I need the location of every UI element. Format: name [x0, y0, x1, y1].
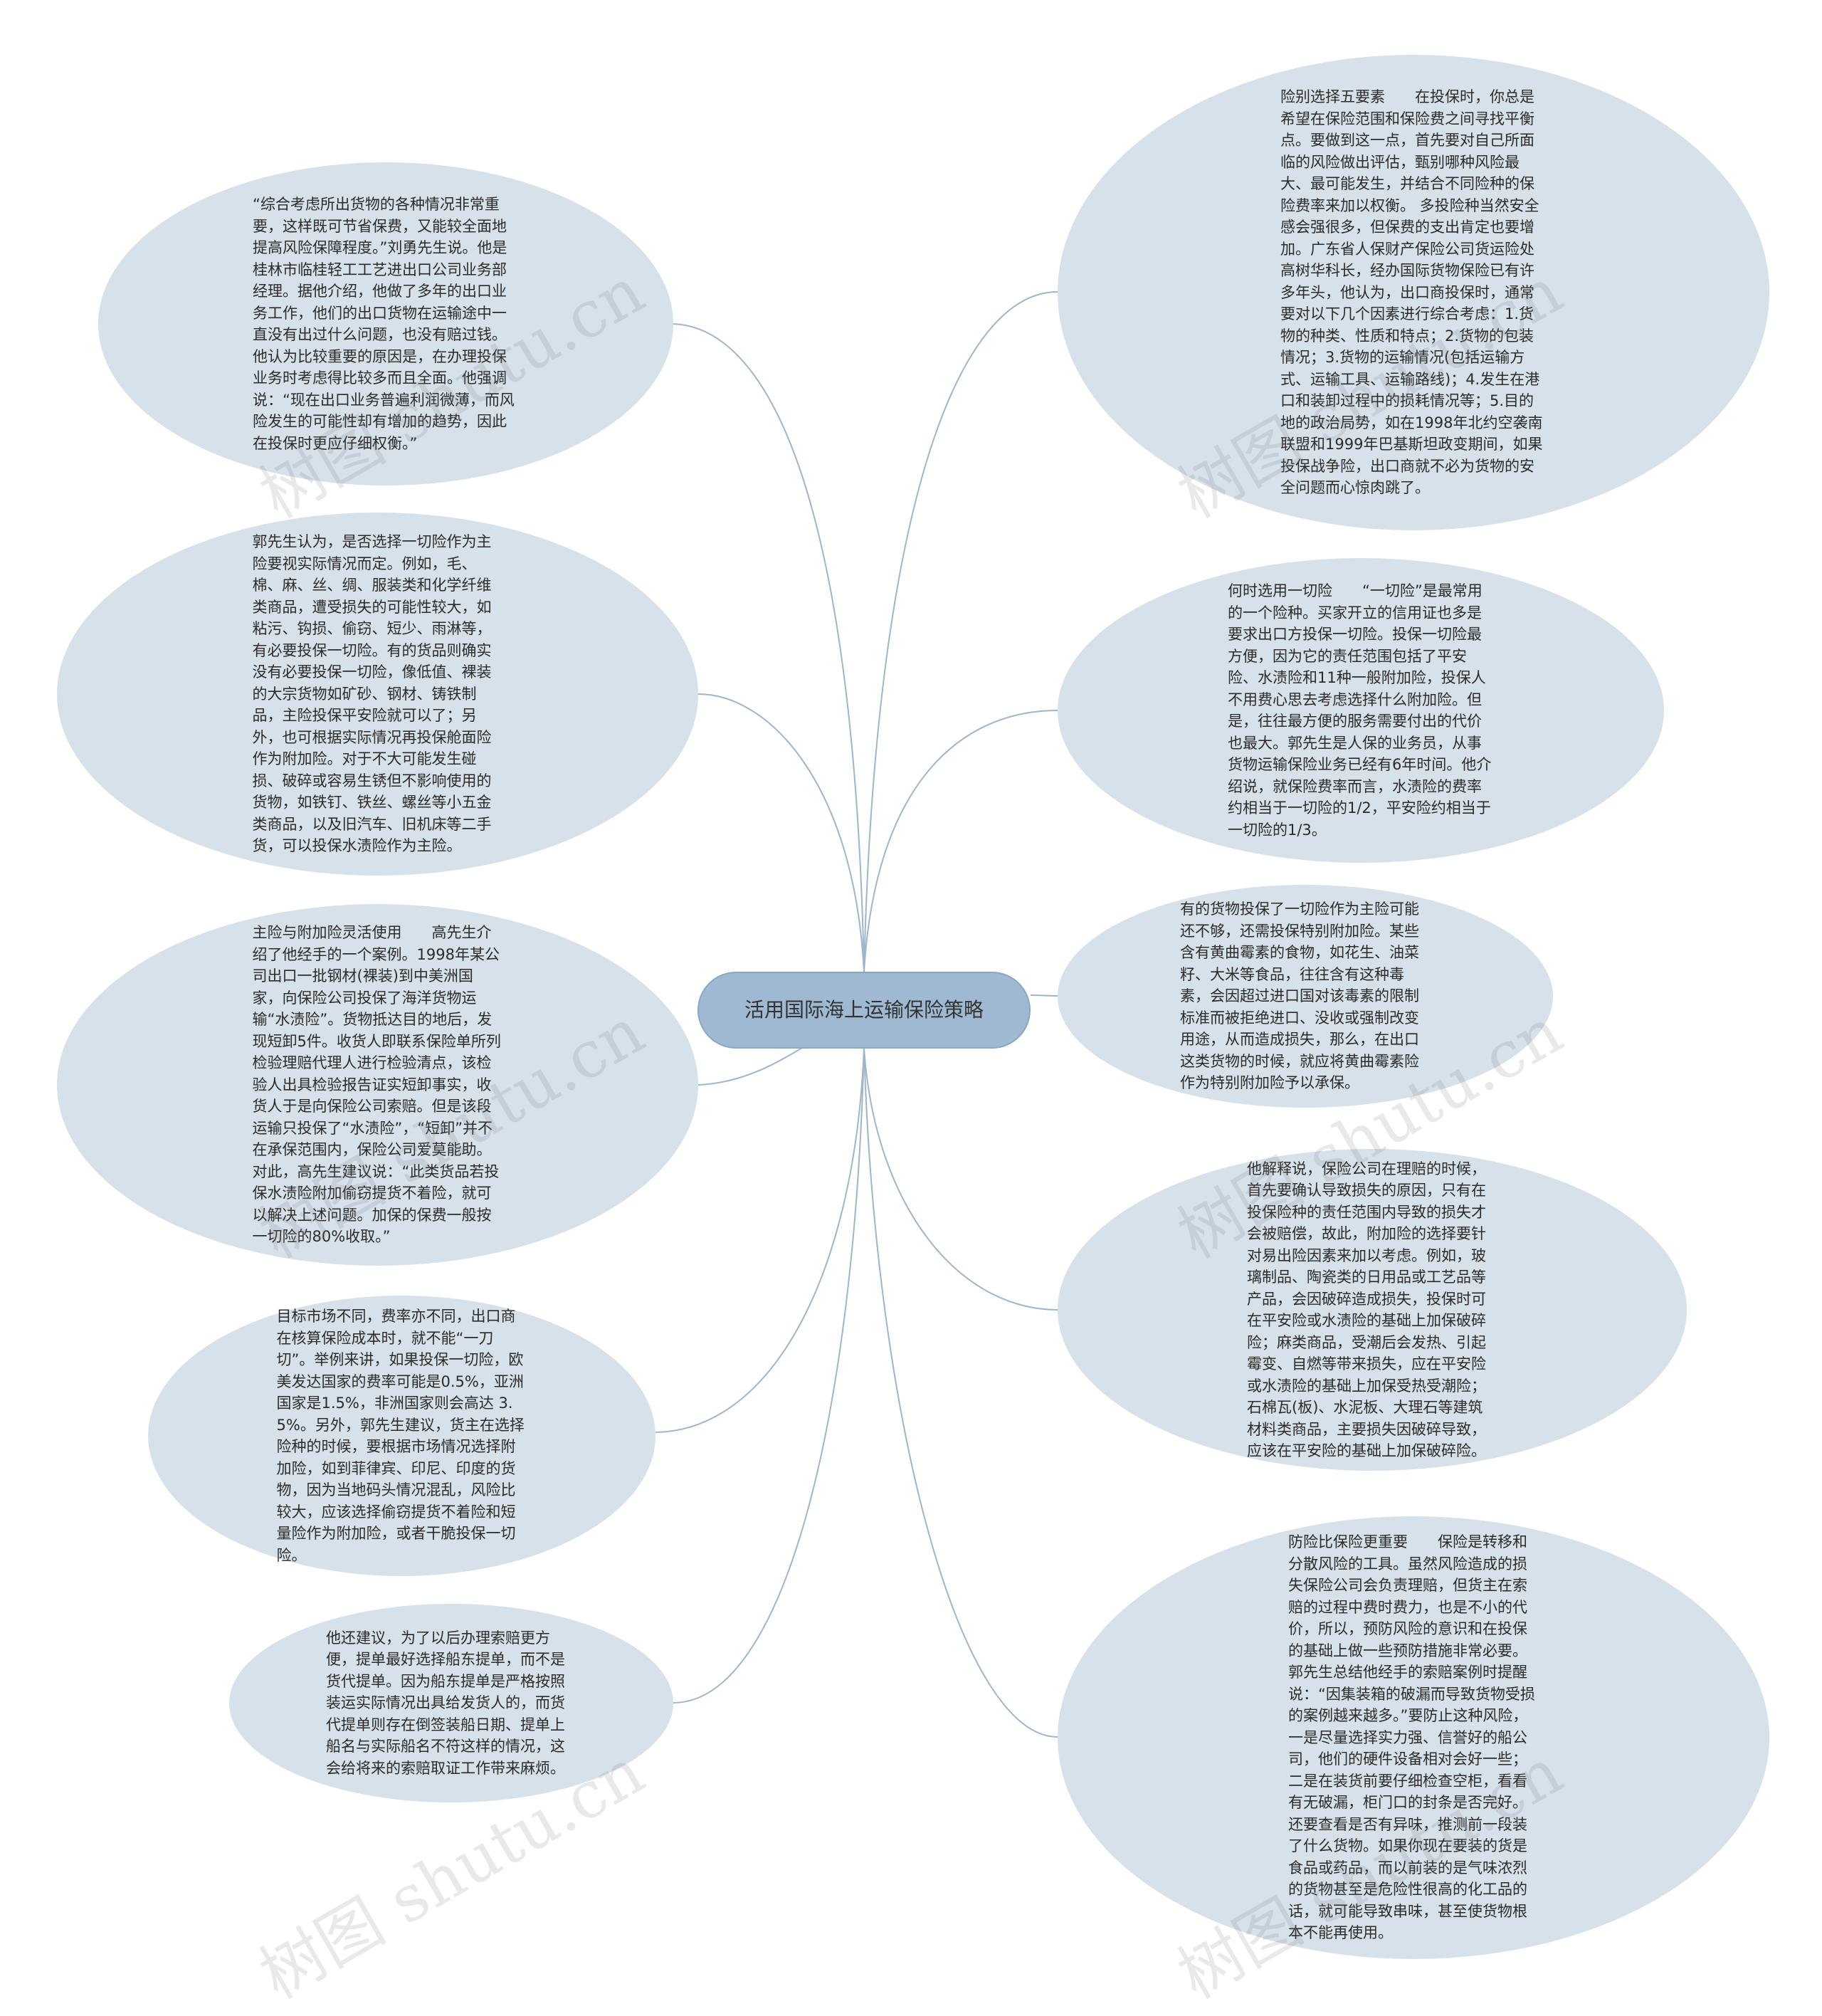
topic-node-2-text: 郭先生认为，是否选择一切险作为主险要视实际情况而定。例如，毛、棉、麻、丝、绸、服… — [252, 533, 492, 855]
topic-node-9[interactable]: 他解释说，保险公司在理赔的时候，首先要确认导致损失的原因，只有在投保险种的责任范… — [1058, 1149, 1687, 1471]
link-3 — [655, 1048, 865, 1433]
topic-node-8[interactable]: 有的货物投保了一切险作为主险可能还不够，还需投保特别附加险。某些含有黄曲霉素的食… — [1058, 885, 1553, 1108]
link-1 — [697, 693, 865, 972]
topic-node-5-text: 他还建议，为了以后办理索赔更方便，提单最好选择船东提单，而不是货代提单。因为船东… — [326, 1629, 565, 1777]
topic-node-1-text: “综合考虑所出货物的各种情况非常重要，这样既可节省保费，又能较全面地提高风险保障… — [253, 196, 515, 452]
central-topic[interactable]: 活用国际海上运输保险策略 — [697, 972, 1031, 1049]
topic-node-8-text: 有的货物投保了一切险作为主险可能还不够，还需投保特别附加险。某些含有黄曲霉素的食… — [1180, 901, 1419, 1092]
link-6 — [863, 710, 1058, 972]
topic-node-9-text: 他解释说，保险公司在理赔的时候，首先要确认导致损失的原因，只有在投保险种的责任范… — [1247, 1160, 1486, 1460]
link-9 — [863, 1048, 1058, 1738]
link-7 — [1030, 994, 1058, 997]
topic-node-7[interactable]: 何时选用一切险 “一切险”是最常用的一个险种。买家开立的信用证也多是要求出口方投… — [1058, 558, 1664, 863]
central-topic-label: 活用国际海上运输保险策略 — [744, 998, 984, 1022]
link-5 — [863, 291, 1058, 972]
topic-node-10-text: 防险比保险更重要 保险是转移和分散风险的工具。虽然风险造成的损失保险公司会负责理… — [1288, 1533, 1535, 1942]
link-4 — [673, 1048, 865, 1703]
topic-node-3-text: 主险与附加险灵活使用 高先生介绍了他经手的一个案例。1998年某公司出口一批钢材… — [252, 924, 501, 1246]
topic-node-6[interactable]: 险别选择五要素 在投保时，你总是希望在保险范围和保险费之间寻找平衡点。要做到这一… — [1058, 55, 1769, 530]
topic-node-2[interactable]: 郭先生认为，是否选择一切险作为主险要视实际情况而定。例如，毛、棉、麻、丝、绸、服… — [57, 513, 698, 876]
topic-node-10[interactable]: 防险比保险更重要 保险是转移和分散风险的工具。虽然风险造成的损失保险公司会负责理… — [1058, 1516, 1769, 1959]
topic-node-3[interactable]: 主险与附加险灵活使用 高先生介绍了他经手的一个案例。1998年某公司出口一批钢材… — [57, 904, 698, 1266]
topic-node-4-text: 目标市场不同，费率亦不同，出口商在核算保险成本时，就不能“一刀切”。举例来讲，如… — [276, 1308, 525, 1564]
topic-node-1[interactable]: “综合考虑所出货物的各种情况非常重要，这样既可节省保费，又能较全面地提高风险保障… — [98, 162, 673, 485]
topic-node-4[interactable]: 目标市场不同，费率亦不同，出口商在核算保险成本时，就不能“一刀切”。举例来讲，如… — [148, 1296, 655, 1576]
link-8 — [863, 1048, 1058, 1311]
topic-node-5[interactable]: 他还建议，为了以后办理索赔更方便，提单最好选择船东提单，而不是货代提单。因为船东… — [229, 1604, 673, 1802]
topic-node-6-text: 险别选择五要素 在投保时，你总是希望在保险范围和保险费之间寻找平衡点。要做到这一… — [1280, 88, 1543, 497]
link-0 — [673, 323, 865, 972]
topic-node-7-text: 何时选用一切险 “一切险”是最常用的一个险种。买家开立的信用证也多是要求出口方投… — [1228, 582, 1492, 839]
